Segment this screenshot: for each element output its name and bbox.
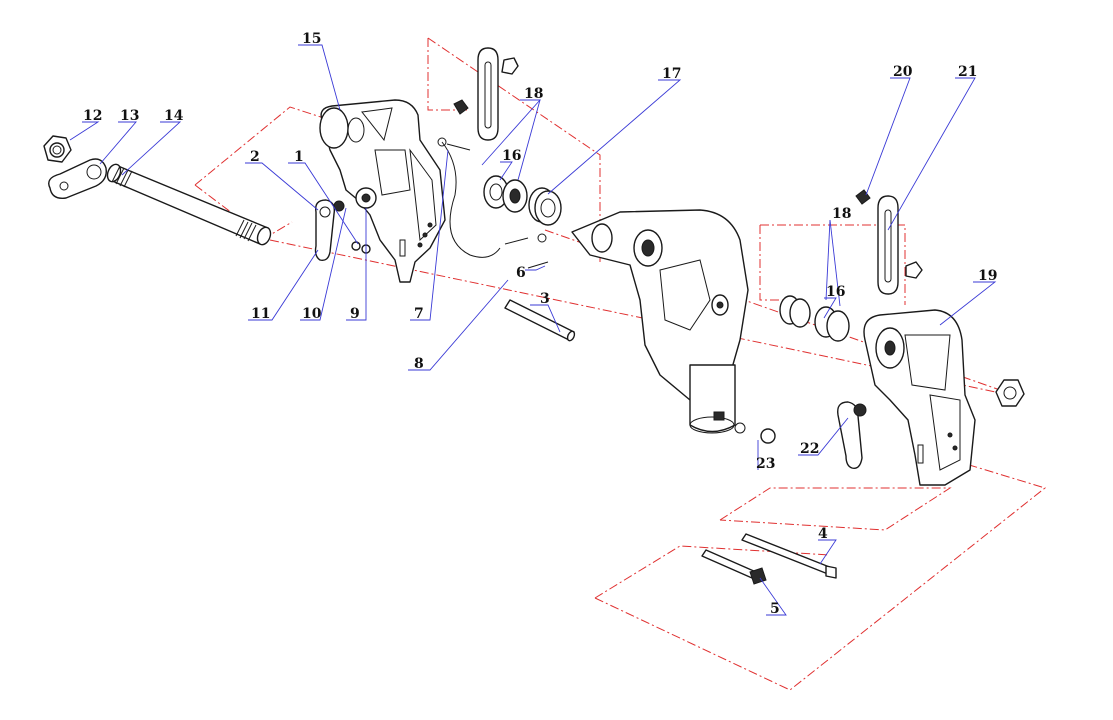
callout-20: 20	[893, 64, 913, 80]
callout-18-right: 18	[832, 206, 851, 222]
leader-lines	[69, 44, 997, 616]
callout-13: 13	[120, 108, 139, 124]
callout-14: 14	[164, 108, 184, 124]
washers-16-18-right	[779, 295, 850, 342]
callout-16-left: 16	[502, 148, 521, 164]
callout-7: 7	[414, 306, 424, 322]
washer-9	[355, 187, 377, 209]
callout-21: 21	[958, 64, 977, 80]
callout-10: 10	[302, 306, 322, 322]
callout-2: 2	[250, 149, 260, 165]
small-parts-1-2-10	[351, 241, 371, 254]
lever-22	[837, 401, 867, 469]
nut-12	[43, 135, 72, 163]
callout-labels: 15 12 13 14 2 1 11 10 9 7 8 6 3 18 16 17…	[83, 31, 997, 617]
plate-13	[48, 158, 107, 199]
bolt-4	[741, 533, 837, 579]
callout-1: 1	[294, 149, 304, 165]
callout-4: 4	[818, 526, 828, 542]
pin-5	[701, 549, 767, 585]
slotted-plate-right	[855, 189, 923, 295]
callout-3: 3	[540, 291, 550, 307]
bushing-17	[528, 187, 562, 226]
nut-right	[995, 379, 1025, 407]
lever-11	[314, 199, 345, 262]
callout-11: 11	[251, 306, 270, 322]
tilt-tube-14	[106, 163, 272, 246]
callout-23: 23	[756, 456, 775, 472]
callout-17: 17	[662, 66, 681, 82]
clamp-bracket-19	[863, 309, 976, 486]
callout-15: 15	[302, 31, 321, 47]
callout-18-left: 18	[524, 86, 543, 102]
rod-3	[504, 299, 576, 342]
washers-16-18-left	[483, 175, 528, 213]
callout-16-right: 16	[826, 284, 845, 300]
callout-19: 19	[978, 268, 997, 284]
callout-12: 12	[83, 108, 102, 124]
callout-9: 9	[350, 306, 360, 322]
slotted-plate-upper	[453, 47, 519, 141]
swivel-bracket	[571, 209, 749, 434]
callout-22: 22	[800, 441, 819, 457]
wire-7	[437, 137, 501, 258]
callout-8: 8	[414, 356, 424, 372]
callout-5: 5	[770, 601, 780, 617]
clamp-bracket-15	[319, 99, 446, 283]
wire-clips-6	[504, 233, 549, 269]
callout-6: 6	[516, 265, 526, 281]
bolt-23	[734, 422, 776, 444]
